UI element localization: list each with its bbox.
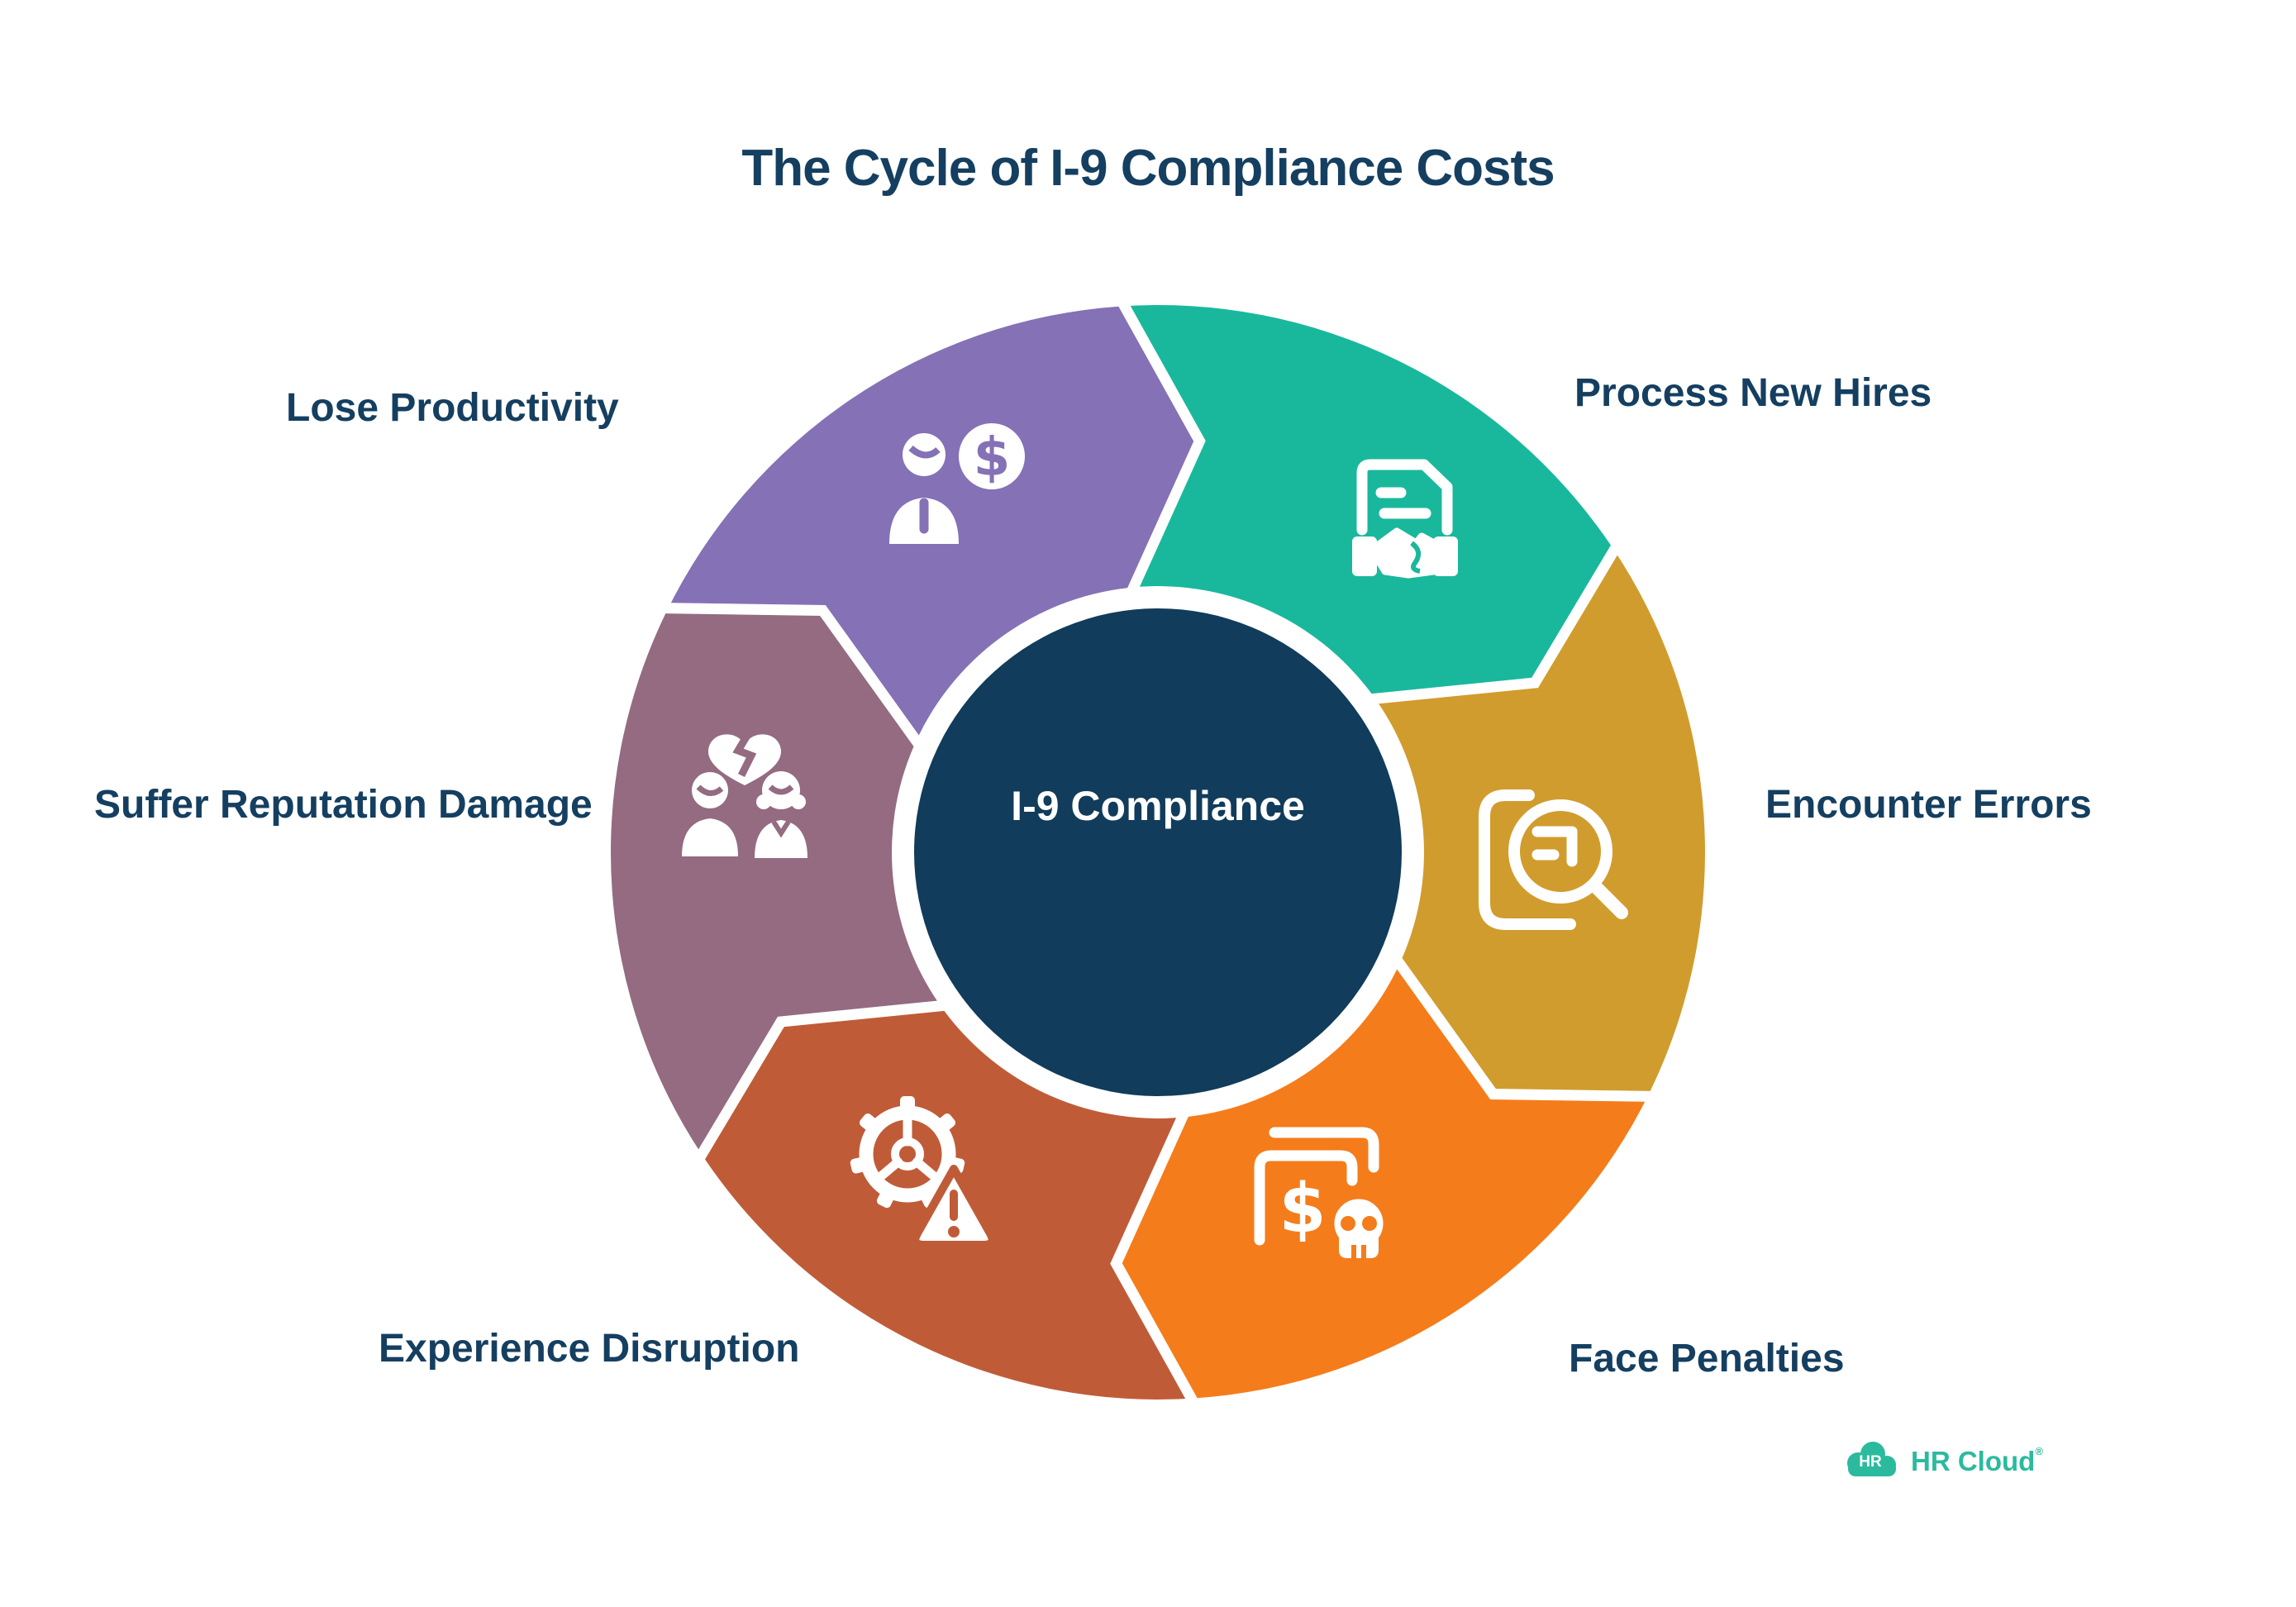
svg-text:$: $ — [1279, 1170, 1326, 1248]
hr-cloud-icon: HR — [1847, 1442, 1896, 1476]
label-experience-disruption: Experience Disruption — [379, 1327, 800, 1371]
money-skull-icon: $ — [1254, 1127, 1391, 1258]
logo-wordmark-text: HR Cloud — [1911, 1445, 2036, 1476]
segment-divider — [1110, 1104, 1202, 1411]
segment-arrow-1 — [1371, 546, 1705, 1094]
document-handshake-icon — [1352, 459, 1458, 579]
label-process-new-hires: Process New Hires — [1574, 371, 1932, 415]
label-face-penalties: Face Penalties — [1569, 1337, 1845, 1380]
segment-divider — [691, 999, 953, 1167]
broken-heart-people-icon — [682, 732, 807, 858]
gear-warning-icon — [850, 1096, 997, 1249]
center-circle — [914, 608, 1402, 1096]
document-search-icon — [1479, 789, 1628, 930]
segment-divider — [1389, 951, 1659, 1102]
page-title: The Cycle of I-9 Compliance Costs — [741, 140, 1555, 197]
center-label: I-9 Compliance — [1011, 783, 1305, 829]
segment-arrow-4 — [611, 610, 945, 1159]
label-suffer-reputation-damage: Suffer Reputation Damage — [94, 783, 593, 827]
segment-divider — [1363, 537, 1625, 706]
segment-divider — [1114, 293, 1206, 600]
segment-arrow-2 — [1116, 958, 1650, 1399]
person-dollar-icon: $ — [889, 423, 1025, 544]
registered-mark: ® — [2035, 1444, 2043, 1457]
segment-divider — [657, 603, 927, 754]
label-lose-productivity: Lose Productivity — [286, 386, 619, 430]
logo-badge-text: HR — [1859, 1453, 1882, 1471]
label-encounter-errors: Encounter Errors — [1765, 783, 2092, 827]
logo-wordmark: HR Cloud® — [1911, 1444, 2043, 1476]
svg-text:$: $ — [974, 427, 1011, 489]
hr-cloud-logo: HR HR Cloud® — [1841, 1438, 2043, 1483]
